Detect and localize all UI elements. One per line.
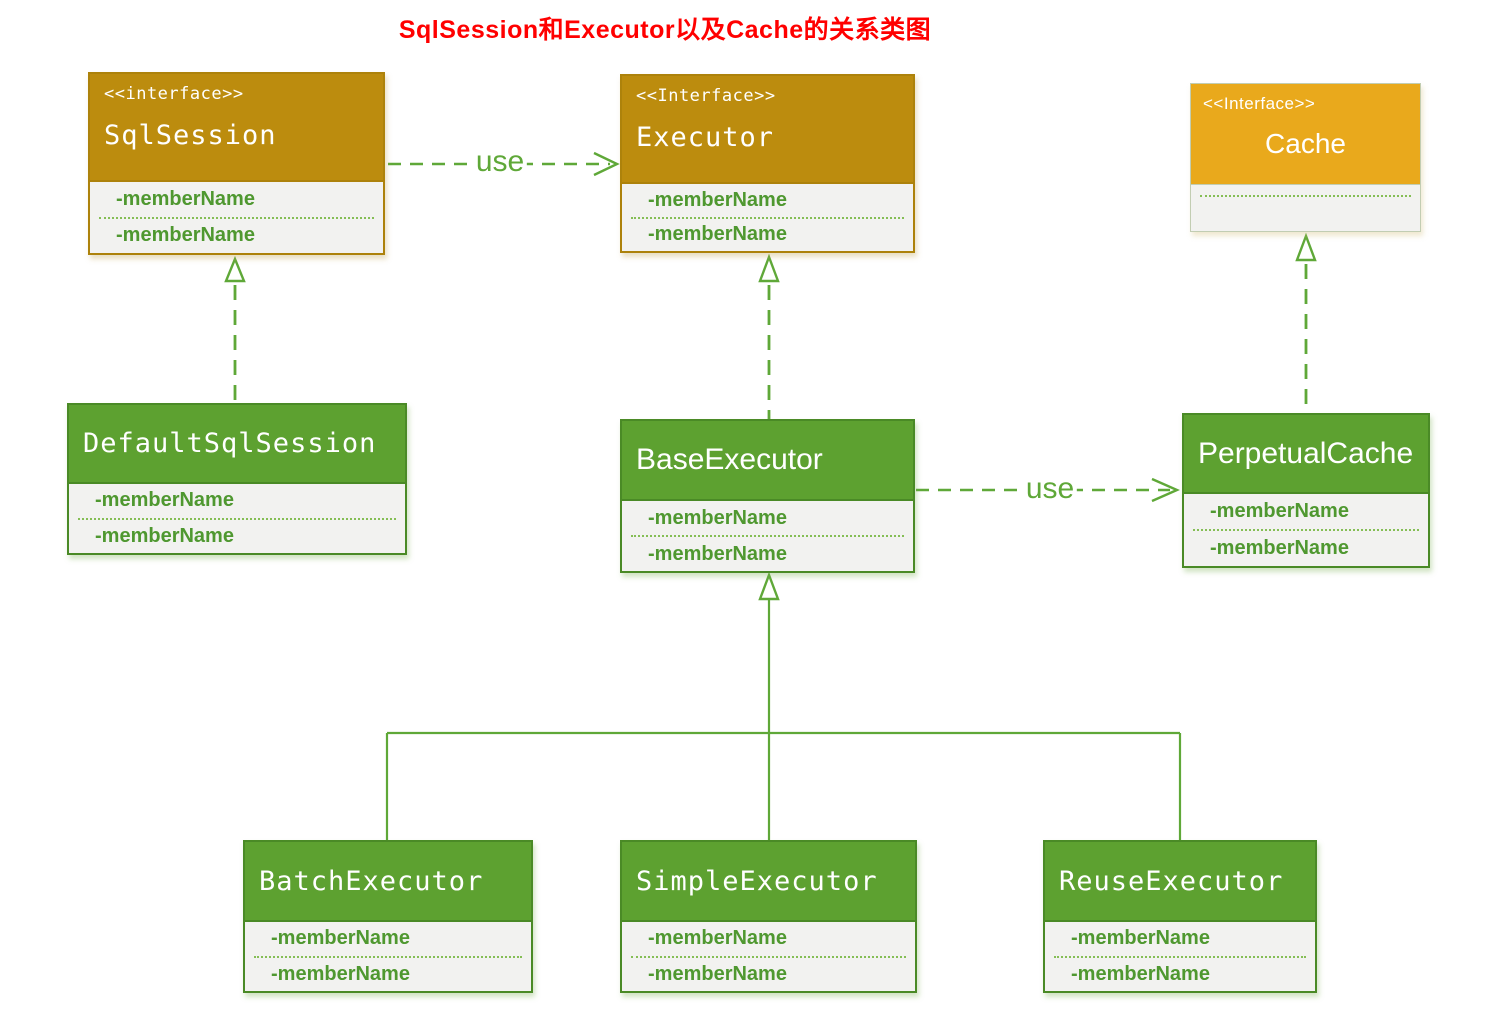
diagram-title: SqlSession和Executor以及Cache的关系类图	[398, 16, 932, 44]
member-section: -memberName -memberName	[90, 180, 383, 253]
realization-arrow-perpetualcache-to-cache	[1295, 232, 1317, 413]
member-name: -memberName	[648, 542, 787, 565]
class-name: Executor	[636, 122, 775, 153]
class-box-cache: <<Interface>> Cache	[1190, 83, 1421, 232]
member-name: -memberName	[648, 962, 787, 985]
class-header: <<Interface>> Executor	[622, 76, 913, 182]
class-box-perpetualcache: PerpetualCache -memberName -memberName	[1182, 413, 1430, 568]
member-divider	[1193, 529, 1419, 531]
member-section: -memberName -memberName	[622, 182, 913, 251]
class-box-sqlsession: <<interface>> SqlSession -memberName -me…	[88, 72, 385, 255]
class-name: PerpetualCache	[1198, 436, 1414, 470]
stereotype-label: <<Interface>>	[1203, 94, 1316, 113]
use-arrow-baseexecutor-to-perpetualcache	[916, 477, 1180, 503]
member-name: -memberName	[271, 927, 410, 950]
member-section: -memberName -memberName	[1045, 920, 1315, 991]
member-name: -memberName	[116, 224, 255, 247]
class-name: SqlSession	[104, 120, 277, 151]
member-name: -memberName	[1071, 927, 1210, 950]
use-label-baseexecutor-perpetualcache: use	[1022, 473, 1078, 505]
member-name: -memberName	[116, 187, 255, 210]
class-header: BatchExecutor	[245, 842, 531, 920]
class-header: PerpetualCache	[1184, 415, 1428, 492]
use-label-sqlsession-executor: use	[472, 146, 528, 178]
class-box-baseexecutor: BaseExecutor -memberName -memberName	[620, 419, 915, 573]
member-section: -memberName -memberName	[622, 499, 913, 571]
class-name: BaseExecutor	[636, 443, 823, 476]
class-header: ReuseExecutor	[1045, 842, 1315, 920]
class-name: DefaultSqlSession	[83, 428, 377, 459]
class-name: ReuseExecutor	[1059, 865, 1284, 897]
member-name: -memberName	[648, 223, 787, 246]
class-header: SimpleExecutor	[622, 842, 915, 920]
class-name: SimpleExecutor	[636, 865, 878, 897]
stereotype-label: <<interface>>	[104, 84, 244, 104]
class-box-defaultsqlsession: DefaultSqlSession -memberName -memberNam…	[67, 403, 407, 555]
member-name: -memberName	[95, 524, 234, 547]
member-section: -memberName -memberName	[69, 482, 405, 553]
member-section: -memberName -memberName	[1184, 492, 1428, 566]
member-name: -memberName	[648, 927, 787, 950]
class-header: <<Interface>> Cache	[1191, 84, 1420, 184]
member-divider	[631, 955, 906, 958]
class-box-reuseexecutor: ReuseExecutor -memberName -memberName	[1043, 840, 1317, 993]
member-section: -memberName -memberName	[622, 920, 915, 991]
member-divider	[1054, 955, 1306, 958]
class-box-executor: <<Interface>> Executor -memberName -memb…	[620, 74, 915, 253]
member-divider	[1200, 195, 1411, 197]
member-name: -memberName	[1071, 962, 1210, 985]
member-name: -memberName	[1210, 500, 1349, 522]
member-section-empty	[1191, 184, 1420, 231]
member-name: -memberName	[271, 962, 410, 985]
class-name: BatchExecutor	[259, 865, 484, 897]
member-divider	[631, 216, 904, 219]
class-header: BaseExecutor	[622, 421, 913, 499]
member-name: -memberName	[648, 506, 787, 529]
member-name: -memberName	[95, 489, 234, 512]
member-divider	[78, 517, 396, 520]
class-box-batchexecutor: BatchExecutor -memberName -memberName	[243, 840, 533, 993]
member-divider	[254, 955, 522, 958]
class-header: <<interface>> SqlSession	[90, 74, 383, 180]
class-header: DefaultSqlSession	[69, 405, 405, 482]
member-divider	[631, 535, 904, 537]
member-section: -memberName -memberName	[245, 920, 531, 991]
realization-arrow-baseexecutor-to-executor	[758, 253, 780, 419]
generalization-tree-executors-to-baseexecutor	[385, 571, 1182, 841]
member-divider	[99, 216, 374, 219]
class-name: Cache	[1265, 128, 1346, 159]
stereotype-label: <<Interface>>	[636, 86, 776, 106]
class-box-simpleexecutor: SimpleExecutor -memberName -memberName	[620, 840, 917, 993]
realization-arrow-defaultsqlsession-to-sqlsession	[224, 255, 246, 403]
member-name: -memberName	[648, 188, 787, 211]
member-name: -memberName	[1210, 537, 1349, 559]
